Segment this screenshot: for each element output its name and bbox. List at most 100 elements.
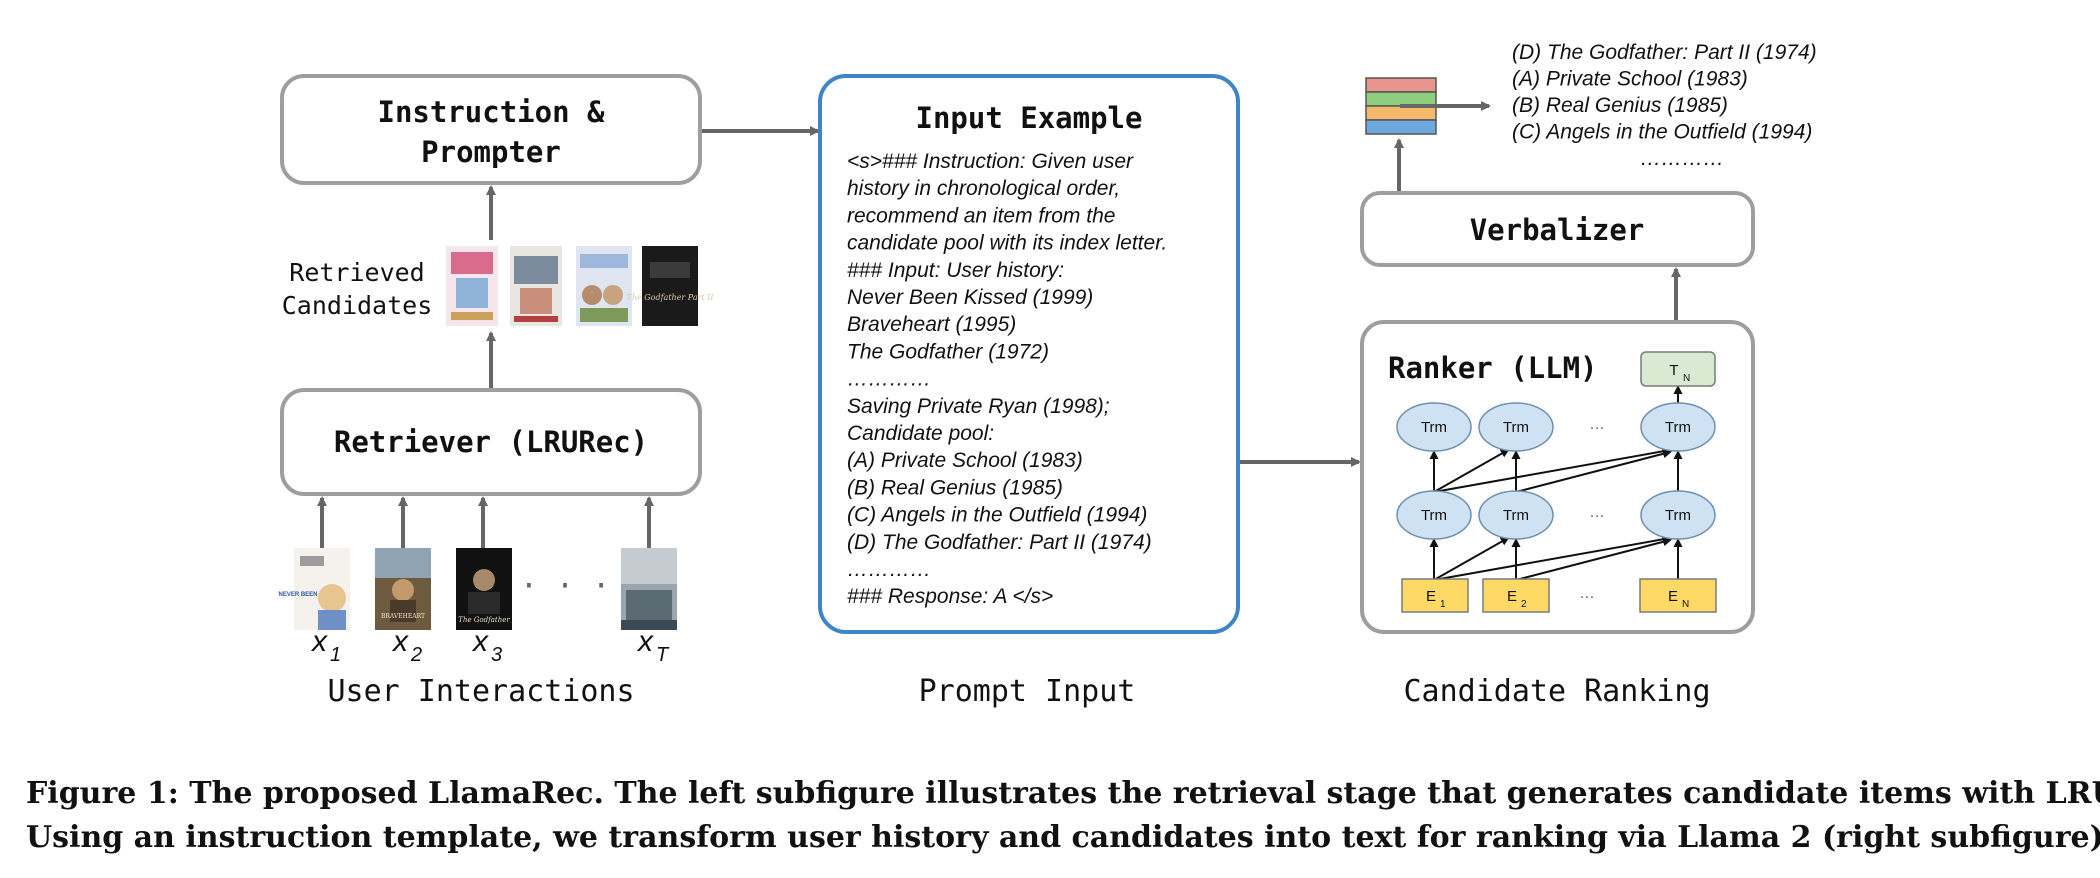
svg-text:E: E xyxy=(1507,588,1517,605)
prompt-line: (B) Real Genius (1985) xyxy=(847,476,1063,499)
prompter-label-line1: Instruction & xyxy=(378,95,606,129)
svg-text:N: N xyxy=(1683,373,1690,384)
svg-text:x: x xyxy=(310,625,328,658)
svg-text:Trm: Trm xyxy=(1421,507,1447,524)
ranked-list-icon-row xyxy=(1365,119,1437,135)
verbalizer-label: Verbalizer xyxy=(1470,213,1645,247)
svg-text:E: E xyxy=(1426,588,1436,605)
svg-text:T: T xyxy=(1669,362,1678,379)
prompt-line: Braveheart (1995) xyxy=(847,313,1016,336)
llamarec-diagram: Instruction & Prompter Retrieved Candida… xyxy=(278,41,1817,709)
ranked-list-item: (A) Private School (1983) xyxy=(1512,68,1748,91)
verbalizer-box: Verbalizer xyxy=(1360,191,1755,267)
svg-text:x: x xyxy=(636,625,654,658)
candidate-poster xyxy=(446,246,498,326)
trm-node: Trm xyxy=(1396,402,1472,452)
candidate-poster xyxy=(510,246,562,326)
prompt-line: Never Been Kissed (1999) xyxy=(847,286,1093,309)
interaction-poster-never-been-kissed: NEVER BEEN KISSED xyxy=(278,548,350,630)
prompt-line: history in chronological order, xyxy=(847,177,1120,200)
interaction-poster-title: BRAVEHEART xyxy=(381,613,425,620)
candidate-poster-title: The Godfather Part II xyxy=(627,293,715,302)
ranker-label: Ranker (LLM) xyxy=(1388,351,1598,385)
x1-label: x 1 xyxy=(310,625,341,666)
x3-label: x 3 xyxy=(471,625,502,666)
candidate-poster xyxy=(576,246,632,326)
output-token-tn: T N xyxy=(1640,351,1716,387)
caption-line-1: Figure 1: The proposed LlamaRec. The lef… xyxy=(26,776,2100,811)
ranked-list-icon-row xyxy=(1365,91,1437,107)
trm-dots: ··· xyxy=(1590,507,1605,524)
ranked-list-item: (B) Real Genius (1985) xyxy=(1512,94,1728,117)
ranked-list-icon xyxy=(1365,77,1437,135)
section-label-user-interactions: User Interactions xyxy=(327,674,634,709)
prompt-line: ………… xyxy=(847,368,931,391)
svg-text:2: 2 xyxy=(1521,599,1527,610)
prompt-text: <s>### Instruction: Given user history in… xyxy=(847,150,1167,608)
svg-text:Trm: Trm xyxy=(1665,419,1691,436)
ranked-list-item: (D) The Godfather: Part II (1974) xyxy=(1512,41,1817,64)
trm-node: Trm xyxy=(1478,490,1554,540)
ranked-list: (D) The Godfather: Part II (1974) (A) Pri… xyxy=(1512,41,1817,170)
svg-text:1: 1 xyxy=(330,644,341,666)
prompt-line: candidate pool with its index letter. xyxy=(847,232,1167,255)
embedding-en: E N xyxy=(1639,578,1717,613)
svg-text:Trm: Trm xyxy=(1503,507,1529,524)
candidate-poster-godfather-ii: The Godfather Part II xyxy=(627,246,715,326)
retrieved-label-line1: Retrieved xyxy=(289,258,424,287)
retrieved-label-line2: Candidates xyxy=(282,291,433,320)
prompt-line: Saving Private Ryan (1998); xyxy=(847,395,1110,418)
section-label-candidate-ranking: Candidate Ranking xyxy=(1403,674,1710,709)
interaction-poster-saving-private-ryan xyxy=(621,548,677,630)
ranker-box: Ranker (LLM) xyxy=(1360,320,1755,634)
prompter-label-line2: Prompter xyxy=(421,135,561,169)
input-example-box: Input Example xyxy=(818,74,1240,634)
trm-node: Trm xyxy=(1478,402,1554,452)
prompt-line: (D) The Godfather: Part II (1974) xyxy=(847,531,1152,554)
retriever-label: Retriever (LRURec) xyxy=(334,425,648,459)
ranked-list-icon-row xyxy=(1365,77,1437,93)
section-label-prompt-input: Prompt Input xyxy=(919,674,1136,709)
svg-text:E: E xyxy=(1668,588,1678,605)
embedding-e2: E 2 xyxy=(1482,578,1550,613)
prompt-line: ### Input: User history: xyxy=(847,259,1064,282)
svg-text:3: 3 xyxy=(491,644,502,666)
prompt-line: ………… xyxy=(847,558,931,581)
prompt-line: (C) Angels in the Outfield (1994) xyxy=(847,504,1147,527)
input-example-title: Input Example xyxy=(916,101,1143,135)
interaction-poster-godfather: The Godfather xyxy=(456,548,512,630)
interaction-poster-title: The Godfather xyxy=(458,616,510,624)
xT-label: x T xyxy=(636,625,670,666)
prompt-line: ### Response: A </s> xyxy=(847,585,1053,608)
svg-text:Trm: Trm xyxy=(1421,419,1447,436)
svg-text:x: x xyxy=(391,625,409,658)
interaction-poster-title: NEVER BEEN KISSED xyxy=(278,592,342,598)
figure-caption: Figure 1: The proposed LlamaRec. The lef… xyxy=(26,772,2100,860)
x2-label: x 2 xyxy=(391,625,422,666)
ranked-list-icon-row xyxy=(1365,105,1437,121)
svg-text:1: 1 xyxy=(1440,599,1446,610)
embedding-dots: ··· xyxy=(1580,588,1595,605)
trm-dots: ··· xyxy=(1590,419,1605,436)
retriever-box: Retriever (LRURec) xyxy=(280,388,702,496)
prompt-line: (A) Private School (1983) xyxy=(847,449,1083,472)
prompt-line: Candidate pool: xyxy=(847,422,994,445)
interaction-ellipsis: · · · xyxy=(520,569,610,604)
trm-node: Trm xyxy=(1640,490,1716,540)
svg-text:x: x xyxy=(471,625,489,658)
svg-text:T: T xyxy=(656,644,670,666)
ranked-list-item: (C) Angels in the Outfield (1994) xyxy=(1512,121,1812,144)
embedding-e1: E 1 xyxy=(1401,578,1469,613)
ranked-list-item: ………… xyxy=(1640,147,1724,170)
prompter-box: Instruction & Prompter xyxy=(280,74,702,185)
trm-node: Trm xyxy=(1640,402,1716,452)
prompt-line: recommend an item from the xyxy=(847,204,1115,227)
trm-node: Trm xyxy=(1396,490,1472,540)
svg-text:2: 2 xyxy=(410,644,422,666)
transformer-connections xyxy=(1429,385,1683,581)
interaction-poster-braveheart: BRAVEHEART xyxy=(375,548,431,630)
prompt-line: The Godfather (1972) xyxy=(847,340,1049,363)
svg-text:Trm: Trm xyxy=(1503,419,1529,436)
svg-text:Trm: Trm xyxy=(1665,507,1691,524)
prompt-line: <s>### Instruction: Given user xyxy=(847,150,1134,173)
